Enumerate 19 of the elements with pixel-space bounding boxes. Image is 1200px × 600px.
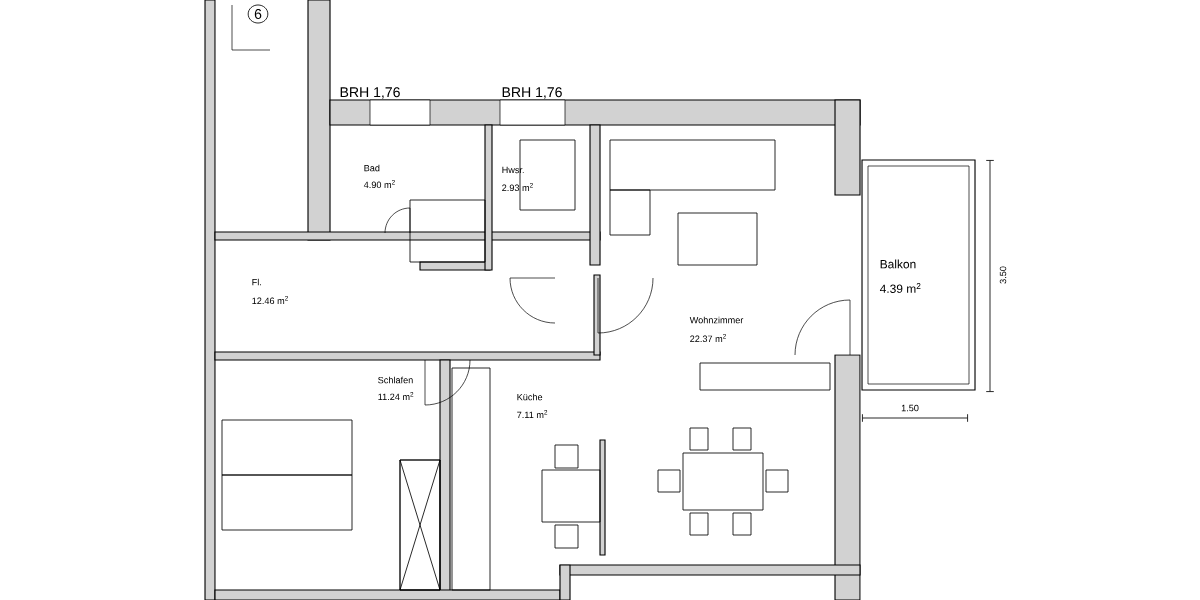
room-label: Küche	[517, 393, 543, 401]
room-label: Fl.	[252, 278, 261, 286]
callout-number: 6	[247, 4, 269, 24]
window-label: BRH 1,76	[502, 87, 562, 99]
room-label: Wohnzimmer	[689, 316, 744, 324]
room-label: 4.90 m$^{2}$	[363, 179, 395, 189]
room-label: 4.39 m$^{2}$	[879, 283, 921, 293]
room-label: Balkon	[880, 259, 916, 269]
dimension-label: 3.50	[999, 266, 1007, 284]
room-label: Bad	[364, 164, 380, 172]
room-label: 22.37 m$^{2}$	[690, 333, 726, 343]
room-label: 11.24 m$^{2}$	[378, 392, 414, 400]
room-label: Schlafen	[378, 376, 413, 384]
room-label: 7.11 m$^{2}$	[517, 410, 548, 418]
dimension-label: 1.50	[901, 404, 919, 412]
room-label: 12.46 m$^{2}$	[252, 295, 288, 305]
window-label: BRH 1,76	[340, 87, 400, 99]
room-label: 2.93 m$^{2}$	[502, 182, 533, 192]
room-label: Hwsr.	[502, 166, 524, 174]
